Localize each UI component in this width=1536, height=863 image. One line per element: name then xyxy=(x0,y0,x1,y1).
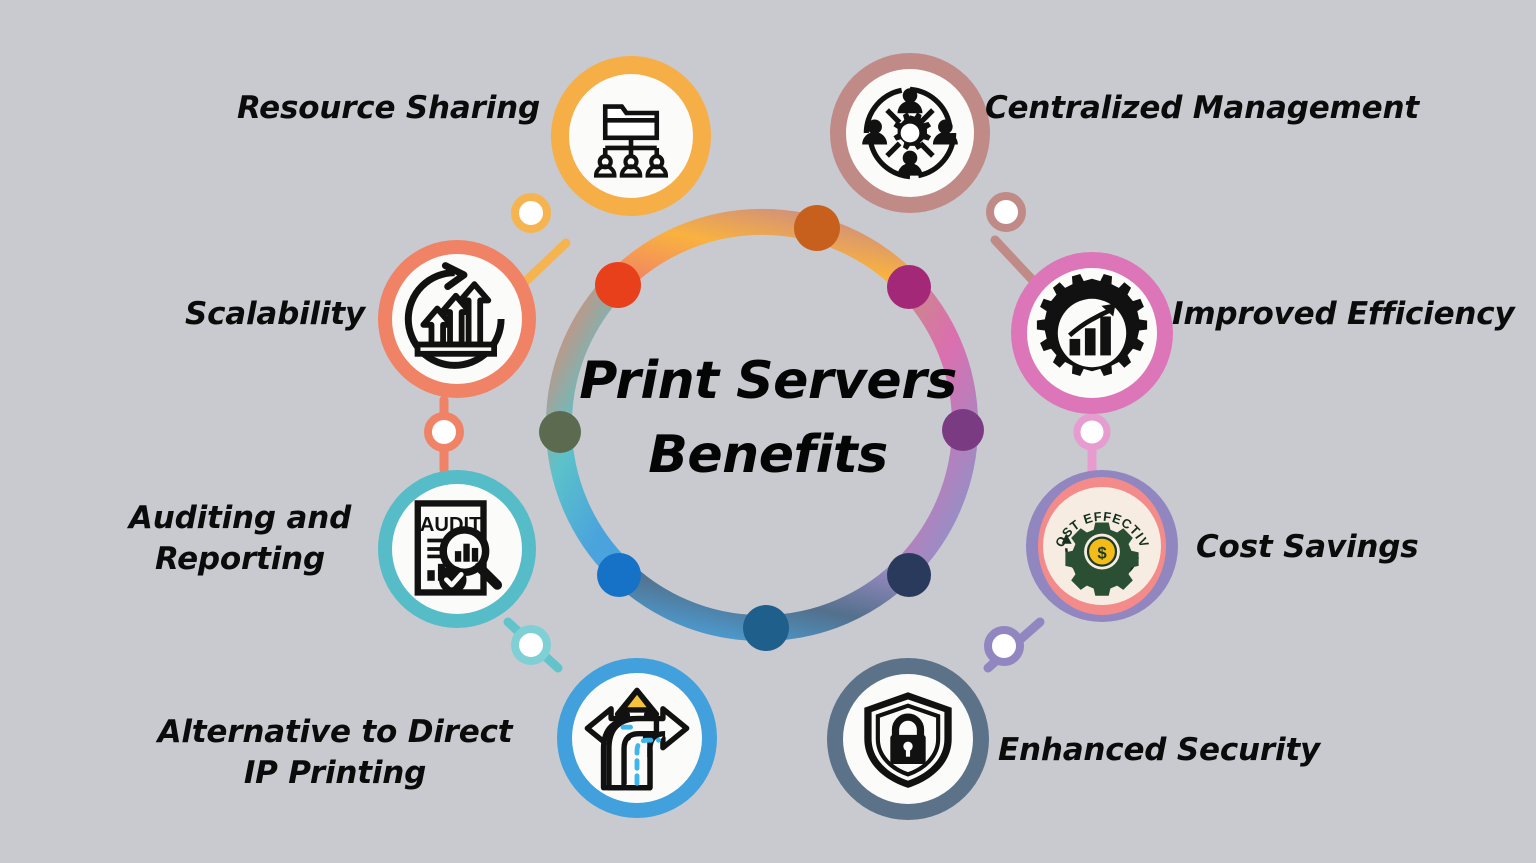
ring-marker-dots xyxy=(539,205,984,651)
growth-arrows-cycle-icon xyxy=(404,262,505,369)
audit-document-magnifier-icon: AUDIT xyxy=(414,500,503,596)
node-enhanced-security[interactable] xyxy=(827,658,989,820)
label-cost-savings: Cost Savings xyxy=(1196,529,1419,565)
gear-growth-chart-icon xyxy=(1036,274,1148,376)
three-way-road-arrows-icon xyxy=(584,687,690,791)
node-centralized-management[interactable] xyxy=(830,53,990,213)
gear-people-network-icon xyxy=(862,86,958,180)
node-scalability[interactable] xyxy=(378,240,536,398)
node-resource-sharing[interactable] xyxy=(551,56,711,216)
label-auditing-and-reporting: Auditing and Reporting xyxy=(128,500,352,578)
label-centralized-management: Centralized Management xyxy=(985,90,1419,126)
node-auditing-and-reporting[interactable]: AUDIT xyxy=(378,470,536,628)
label-scalability: Scalability xyxy=(184,296,365,332)
label-improved-efficiency: Improved Efficiency xyxy=(1172,296,1515,332)
node-improved-efficiency[interactable] xyxy=(1011,252,1173,414)
node-cost-savings[interactable]: COST EFFECTIVE $ xyxy=(1026,470,1178,622)
label-resource-sharing: Resource Sharing xyxy=(237,90,540,126)
cost-effective-gear-coin-icon: COST EFFECTIVE $ xyxy=(1046,490,1152,596)
folder-network-icon xyxy=(593,104,669,178)
label-enhanced-security: Enhanced Security xyxy=(998,732,1321,768)
center-title: Print Servers Benefits xyxy=(566,345,970,493)
coin-dollar-symbol: $ xyxy=(1097,543,1107,562)
connector-dots xyxy=(424,192,1111,666)
label-alternative-direct-ip-printing: Alternative to Direct IP Printing xyxy=(157,714,513,792)
shield-lock-icon xyxy=(864,692,952,788)
center-title-line-2: Benefits xyxy=(648,424,888,485)
center-title-line-1: Print Servers xyxy=(579,351,957,411)
node-alternative-direct-ip-printing[interactable] xyxy=(557,658,717,818)
